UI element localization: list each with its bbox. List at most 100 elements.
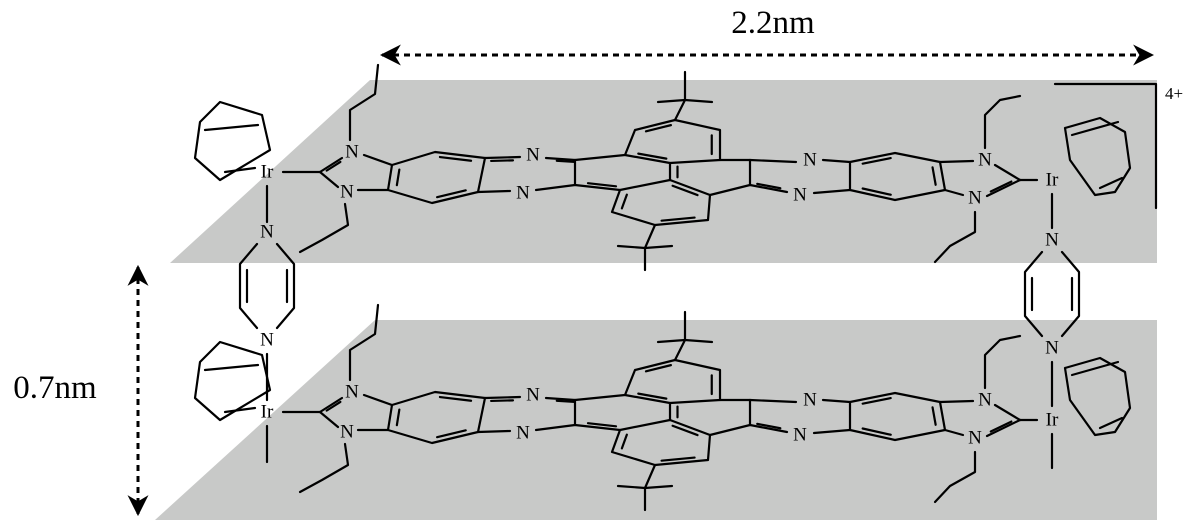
width-label: 2.2nm [731,5,815,41]
cyclooctadiene [1063,356,1132,437]
double-bond [861,427,892,436]
double-bond [861,396,892,405]
pyrazine-pillar [275,242,296,330]
tert-butyl [656,338,687,344]
iridium-atom: Ir [1046,410,1059,431]
imidazole-nitrogen: N [978,150,992,171]
double-bond [756,182,782,190]
bond [993,403,1022,422]
pyrazine-nitrogen: N [793,185,807,206]
double-bond [435,429,467,439]
double-bond [435,189,467,199]
pyrazine-nitrogen: N [793,425,807,446]
pyrazine-nitrogen: N [803,150,817,171]
cyclooctadiene [193,100,272,182]
double-bond [586,182,618,188]
double-bond [861,187,892,196]
cyclooctadiene [203,363,260,372]
bond [318,156,344,174]
double-bond [395,168,401,187]
tert-butyl [616,244,647,250]
tert-butyl [643,463,657,490]
pyrazine-nitrogen: N [526,385,540,406]
pyrazine-pillar [1023,250,1044,338]
cyclooctadiene [223,166,257,174]
imidazole-nitrogen: N [978,390,992,411]
bond [821,398,852,404]
double-bond [637,392,668,400]
tert-butyl [643,223,657,250]
upper-plane [170,80,1157,263]
tert-butyl [673,98,687,122]
imidazole-nitrogen: N [340,182,354,203]
double-bond [660,216,696,222]
butyl-chain [348,63,380,142]
double-bond [931,166,937,186]
bond [534,423,577,432]
double-bond [620,193,628,210]
butyl-chain [298,442,350,494]
pyrazine-pillar-nitrogen: N [260,330,274,351]
pyrazine-nitrogen: N [803,390,817,411]
pyrazine-pillars: N N N N [238,222,1081,408]
tert-butyl [643,244,674,250]
cyclooctadiene [1098,176,1124,190]
bond [534,183,577,192]
iridium-atom: Ir [261,162,274,183]
bond [708,183,752,197]
bond [318,410,340,429]
double-bond [989,420,1013,433]
bond [483,395,522,400]
butyl-chain [933,210,977,264]
pyrazine-nitrogen: N [516,183,530,204]
bond [985,418,1022,438]
tert-butyl [656,98,687,104]
imidazole-nitrogen: N [340,422,354,443]
bond [985,178,1022,198]
bond [748,398,798,404]
bond [821,158,852,164]
cyclooctadiene [1070,360,1120,377]
double-bond [660,456,696,462]
bond [573,153,627,162]
butyl-chain [348,303,380,382]
iridium-atom: Ir [1046,170,1059,191]
charge-label: 4+ [1165,84,1183,103]
pyrazine-nitrogen: N [526,145,540,166]
cyclooctadiene [193,340,272,422]
bond [544,156,577,162]
imidazole-nitrogen: N [345,382,359,403]
double-bond [620,433,628,450]
double-bond [586,422,618,428]
iridium-atom: Ir [261,402,274,423]
tert-butyl [673,338,687,362]
imidazole-nitrogen: N [968,188,982,209]
double-bond [490,399,515,403]
cyclooctadiene [1098,416,1124,430]
cyclooctadiene [203,123,260,132]
double-bond [644,364,673,373]
tert-butyl [683,338,714,344]
butyl-chain [983,334,1022,390]
pyrazine-pillar [1060,250,1081,338]
pyrazine-pillar-nitrogen: N [1045,338,1059,359]
lower-plane [155,320,1157,520]
pyrazine-pillar-nitrogen: N [260,222,274,243]
bond [573,423,622,432]
bond [476,429,512,434]
bond [812,188,852,195]
butyl-chain [298,202,350,254]
imidazole-nitrogen: N [968,428,982,449]
double-bond [671,424,699,437]
pyrazine-nitrogen: N [516,423,530,444]
double-bond [861,156,892,165]
bond [748,183,789,194]
tert-butyl [683,98,714,104]
cyclooctadiene [1070,120,1120,137]
double-bond [325,400,342,412]
double-bond [989,180,1013,193]
double-bond [395,408,401,427]
